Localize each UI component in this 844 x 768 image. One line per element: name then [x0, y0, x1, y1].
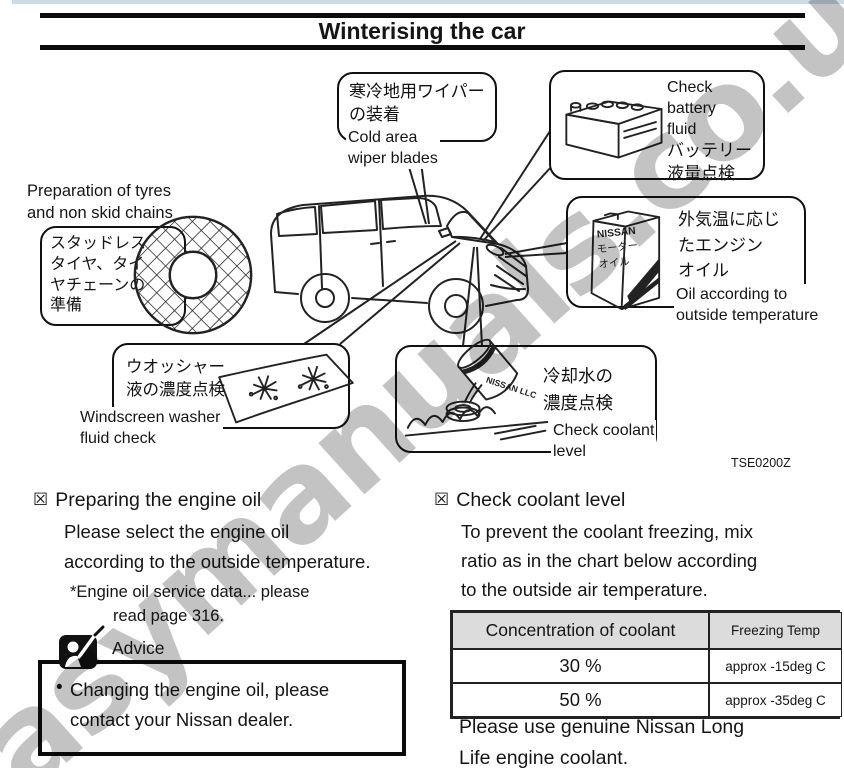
- engine-oil-body-line2: according to the outside temperature.: [64, 551, 371, 572]
- advice-icon: [59, 625, 105, 669]
- oil-can-line3: オイル: [598, 256, 630, 271]
- engine-oil-note-line1: *Engine oil service data... please: [70, 583, 310, 601]
- wiper-japanese-text: 寒冷地用ワイパー の装着: [349, 82, 485, 124]
- coolant-footer-line2: Life engine coolant.: [459, 747, 629, 768]
- engine-oil-body-line1: Please select the engine oil: [64, 521, 290, 542]
- table-row1-freezing: approx -15deg C: [709, 649, 842, 683]
- coolant-footer-line1: Please use genuine Nissan Long: [459, 716, 745, 738]
- engine-oil-heading: ☒ Preparing the engine oil: [33, 489, 261, 512]
- coolant-heading-text: Check coolant level: [456, 489, 626, 511]
- advice-text: Changing the engine oil, please contact …: [70, 675, 329, 735]
- page-title: Winterising the car: [318, 18, 526, 44]
- coolant-english-label: Check coolant level: [551, 420, 657, 463]
- van-illustration: [270, 194, 529, 334]
- oil-can-brand: NISSAN: [596, 226, 636, 241]
- coolant-heading: ☒ Check coolant level: [434, 489, 625, 512]
- engine-oil-note-line2: read page 316.: [113, 607, 225, 625]
- advice-item-bullet: •: [56, 677, 63, 698]
- battery-japanese-text: バッテリー 液量点検: [667, 141, 752, 184]
- figure-code: TSE0200Z: [731, 456, 791, 470]
- washer-english-label: Windscreen washer fluid check: [78, 407, 223, 450]
- page-top-strip: [12, 0, 844, 4]
- advice-text-line1: Changing the engine oil, please: [70, 679, 330, 700]
- title-rule-top: [40, 13, 805, 18]
- table-header-concentration: Concentration of coolant: [452, 612, 709, 649]
- callout-leader-lines: [303, 127, 568, 347]
- title-rule-bottom: [40, 45, 805, 50]
- engine-oil-heading-text: Preparing the engine oil: [55, 489, 262, 511]
- callout-cold-area-wiper: 寒冷地用ワイパー の装着: [337, 72, 497, 142]
- table-header-freezing-temp: Freezing Temp: [709, 612, 842, 649]
- table-row2-concentration: 50 %: [452, 683, 709, 717]
- coolant-bullet-icon: ☒: [434, 490, 450, 509]
- tyre-chain-illustration: [133, 215, 253, 335]
- advice-box: • Changing the engine oil, please contac…: [38, 660, 406, 756]
- callout-battery-fluid: Check battery fluid バッテリー 液量点検: [549, 70, 765, 183]
- coolant-body-line3: to the outside air temperature.: [461, 579, 708, 600]
- wiper-english-label: Cold area wiper blades: [346, 127, 440, 170]
- advice-text-line2: contact your Nissan dealer.: [70, 709, 294, 730]
- engine-oil-bullet-icon: ☒: [33, 490, 49, 509]
- coolant-pour-illustration: NISSAN LLC: [404, 338, 549, 441]
- coolant-mix-table: Concentration of coolant Freezing Temp 3…: [450, 610, 842, 719]
- windscreen-illustration: [218, 353, 354, 424]
- battery-text-block: Check battery fluid バッテリー 液量点検: [667, 78, 765, 186]
- oil-japanese-text: 外気温に応じ たエンジン オイル: [678, 210, 780, 280]
- oil-can-illustration: NISSAN モーター オイル: [590, 210, 661, 311]
- battery-english-label: Check battery fluid: [667, 79, 716, 138]
- table-row1-concentration: 30 %: [452, 649, 709, 683]
- battery-illustration: [565, 100, 663, 159]
- table-row2-freezing: approx -35deg C: [709, 683, 842, 717]
- oil-english-label: Oil according to outside temperature: [674, 284, 821, 327]
- tyres-english-label: Preparation of tyres and non skid chains: [27, 182, 173, 223]
- oil-can-line2: モーター: [596, 240, 638, 256]
- coolant-body-line1: To prevent the coolant freezing, mix: [461, 521, 754, 542]
- coolant-body-line2: ratio as in the chart below according: [461, 550, 758, 571]
- coolant-japanese-text: 冷却水の 濃度点検: [543, 366, 613, 414]
- washer-japanese-text: ウオッシャー 液の濃度点検: [126, 358, 225, 400]
- advice-label: Advice: [112, 638, 165, 658]
